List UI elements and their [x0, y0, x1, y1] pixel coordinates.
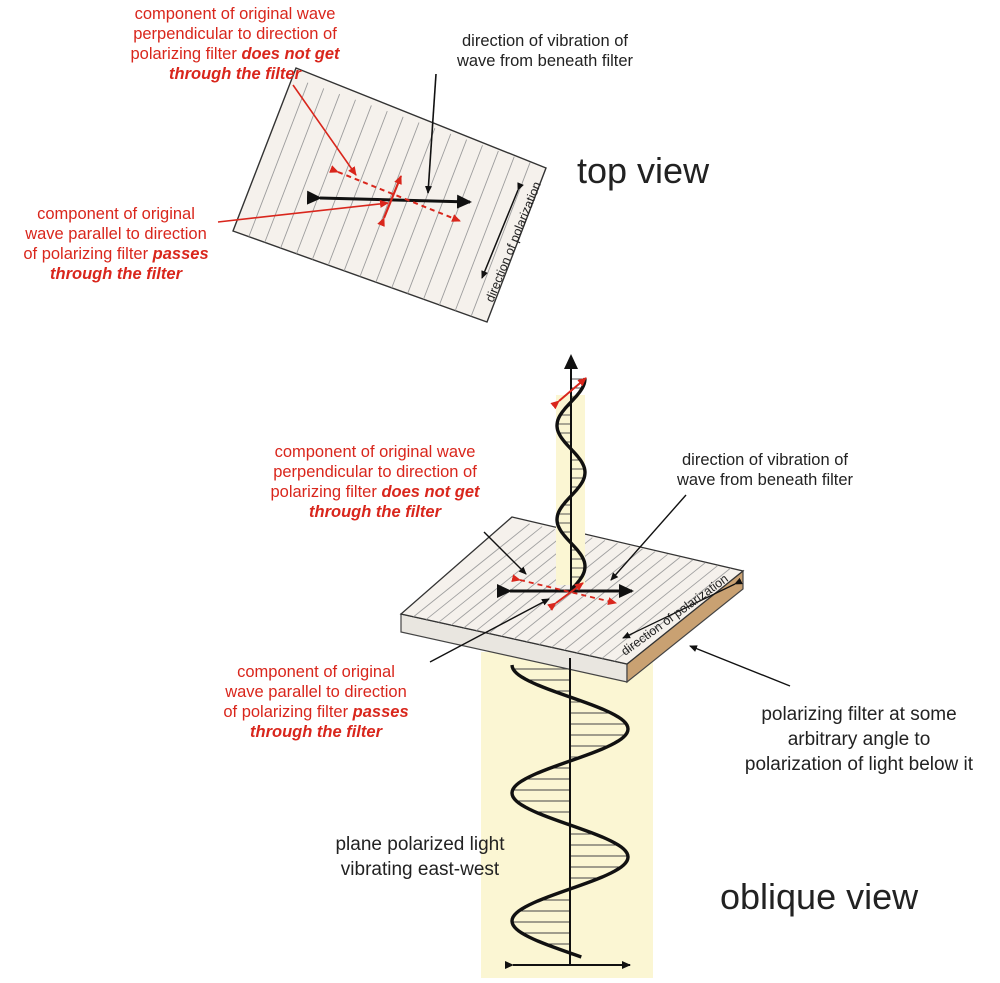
oblique-vibration-label: direction of vibration of wave from bene… [640, 450, 890, 490]
label-line: component of original [37, 205, 195, 223]
label-line: through the filter [50, 265, 182, 283]
filter-label-leader [689, 645, 791, 687]
lower-sine-wave [510, 664, 630, 959]
label-text: of polarizing filter [223, 703, 353, 721]
oblique-view-title: oblique view [720, 876, 919, 917]
label-line: perpendicular to direction of [273, 463, 477, 481]
label-line: wave from beneath filter [456, 52, 634, 70]
label-emph: passes [152, 245, 209, 263]
lower-wave-hatching [512, 668, 628, 956]
label-line: direction of vibration of [681, 451, 848, 469]
label-line: direction of vibration of [461, 32, 628, 50]
label-line: of polarizing filter passes [200, 702, 432, 722]
label-line: component of original [237, 663, 395, 681]
filter-stripe [248, 82, 309, 237]
lower-wave-group [505, 658, 631, 969]
oblique-parallel-component [547, 582, 584, 611]
upper-transmitted-arrow [550, 377, 587, 410]
filter-angle-label: polarizing filter at some arbitrary angl… [718, 702, 1000, 777]
label-emph: does not get [381, 483, 480, 501]
top-view-title: top view [577, 150, 710, 191]
top-vibration-leader [424, 73, 437, 194]
label-emph: passes [352, 703, 409, 721]
light-polarization-label: plane polarized light vibrating east-wes… [300, 832, 540, 882]
filter-stripe [413, 523, 530, 618]
label-line: polarizing filter does not get [240, 482, 510, 502]
filter-stripe [296, 99, 356, 254]
top-perp-component-label: component of original wave perpendicular… [100, 4, 370, 84]
parallel-component-arrow [377, 175, 403, 227]
label-line: wave parallel to direction [25, 225, 207, 243]
label-line: wave from beneath filter [676, 471, 854, 489]
label-line: polarizing filter does not get [100, 44, 370, 64]
label-line: arbitrary angle to [787, 729, 931, 750]
oblique-parallel-component-label: component of original wave parallel to d… [200, 662, 432, 742]
label-line: component of original wave [134, 5, 336, 23]
filter-stripe [438, 528, 555, 623]
label-line: perpendicular to direction of [133, 25, 337, 43]
filter-stripe [425, 526, 543, 620]
light-beam-below [481, 652, 653, 978]
label-line: through the filter [309, 503, 441, 521]
filter-stripe [450, 531, 568, 626]
label-emph: does not get [241, 45, 340, 63]
label-line: polarizing filter at some [761, 704, 957, 725]
upper-sine-wave [555, 377, 587, 592]
label-line: through the filter [169, 65, 301, 83]
label-line: polarization of light below it [744, 754, 974, 775]
oblique-polarization-arrow [622, 577, 743, 639]
label-line: vibrating east-west [340, 859, 500, 880]
top-perp-leader [292, 84, 357, 176]
filter-stripe [438, 150, 499, 306]
label-text: polarizing filter [270, 483, 382, 501]
filter-stripe [423, 145, 483, 300]
label-line: wave parallel to direction [225, 683, 407, 701]
oblique-vibration-leader [610, 494, 687, 581]
oblique-perp-component-label: component of original wave perpendicular… [240, 442, 510, 522]
filter-stripe [280, 93, 341, 249]
oblique-perp-leader [483, 531, 527, 575]
top-parallel-leader [217, 199, 389, 223]
label-line: component of original wave [274, 443, 476, 461]
label-text: of polarizing filter [23, 245, 153, 263]
top-parallel-component-label: component of original wave parallel to d… [0, 204, 232, 284]
top-polarization-arrow [481, 182, 524, 279]
label-text: polarizing filter [130, 45, 242, 63]
label-line: plane polarized light [335, 834, 505, 855]
label-line: of polarizing filter passes [0, 244, 232, 264]
top-vibration-label: direction of vibration of wave from bene… [420, 31, 670, 71]
label-line: through the filter [250, 723, 382, 741]
oblique-parallel-leader [429, 598, 550, 663]
